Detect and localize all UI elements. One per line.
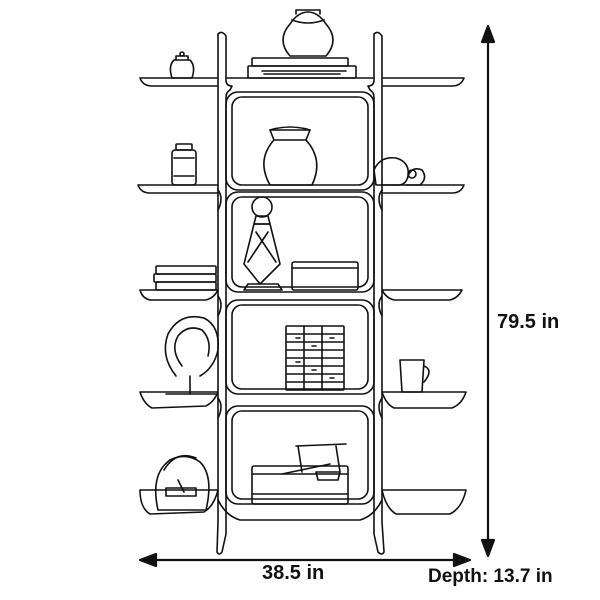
mug [399,359,430,393]
large-vase [263,126,318,186]
top-books-and-vase [247,9,357,79]
round-decor-objects [373,156,426,186]
depth-label: Depth: 13.7 in [428,566,553,587]
side-shelves [137,184,467,521]
stacked-books-left [153,265,217,291]
ball-sculpture [243,196,283,291]
ring-sculpture [164,315,220,395]
tray-with-box [251,443,349,505]
kettle-basket [154,454,210,511]
height-dimension-line [480,24,496,558]
shelf-frame [139,31,465,555]
file-stack [285,325,345,391]
small-lidded-jar [169,51,195,79]
height-label: 79.5 in [497,311,560,333]
width-label: 38.5 in [262,562,325,584]
center-compartments [225,91,375,505]
storage-box [291,261,359,291]
canister-jar [171,143,197,186]
width-dimension-line [138,552,472,568]
